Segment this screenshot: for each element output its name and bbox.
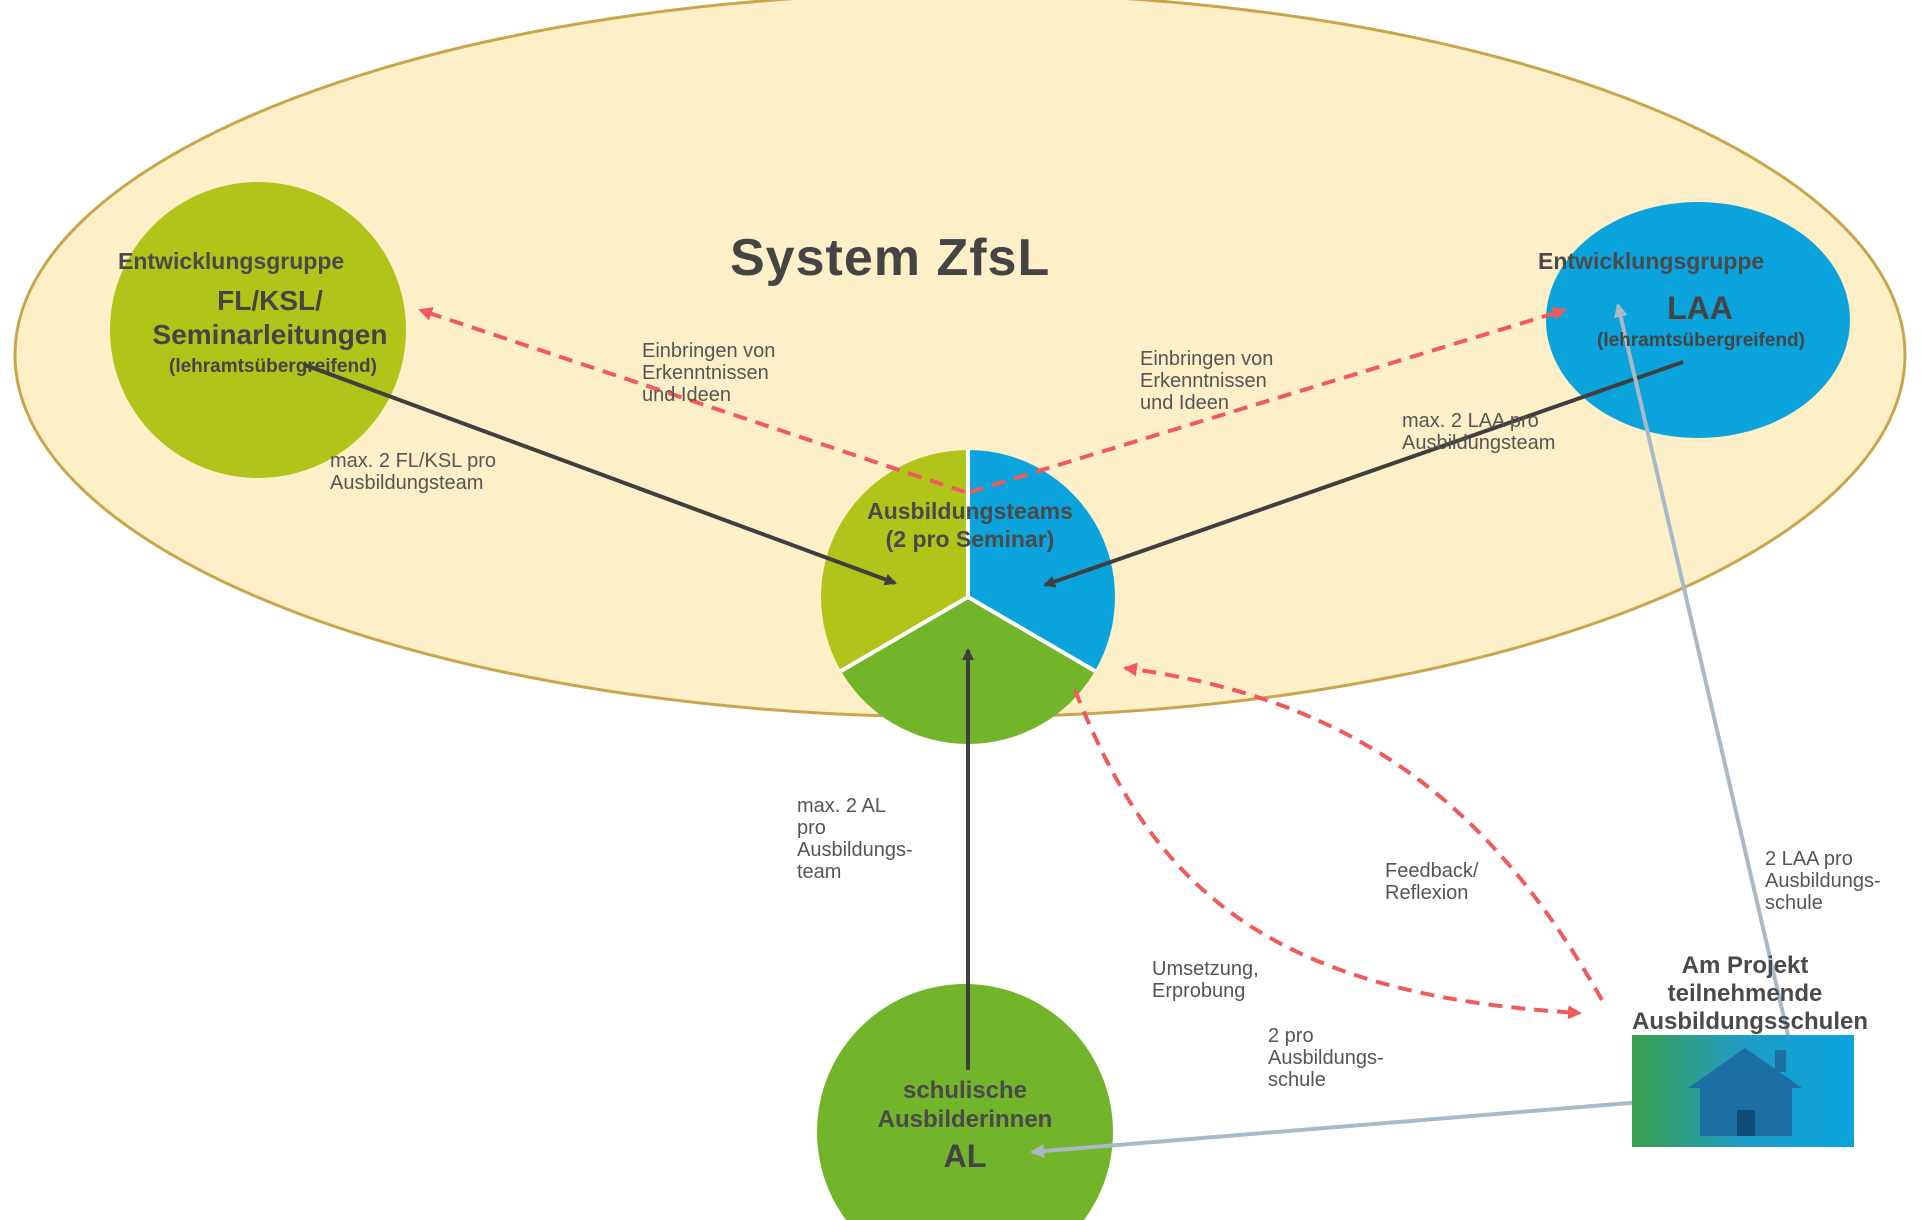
- arrow-schools-to-al: [1030, 1100, 1643, 1158]
- laa-name: LAA: [1667, 290, 1733, 326]
- fl-name2: Seminarleitungen: [152, 319, 388, 350]
- teams-sub: (2 pro Seminar): [885, 526, 1055, 552]
- arrow-teams-to-schools: [1073, 689, 1582, 1020]
- label-feedback: Feedback/ Reflexion: [1385, 860, 1479, 904]
- label-einbringen-left: Einbringen von Erkenntnissen und Ideen: [642, 340, 776, 406]
- al-circle: [817, 984, 1113, 1220]
- fl-name: FL/KSL/: [217, 285, 323, 316]
- arrow-teams-to-laa: [969, 306, 1567, 494]
- label-umsetzung: Umsetzung, Erprobung: [1152, 958, 1259, 1002]
- schools-line2: teilnehmende: [1667, 980, 1823, 1007]
- house-icon: [1632, 1035, 1854, 1147]
- label-max-al: max. 2 AL pro Ausbildungs- team: [797, 795, 913, 883]
- teams-pie: [821, 450, 1115, 744]
- label-max-laa: max. 2 LAA pro Ausbildungsteam: [1402, 410, 1556, 454]
- label-zwei-pro: 2 pro Ausbildungs- schule: [1268, 1025, 1384, 1091]
- fl-sub: (lehramtsübergreifend): [169, 356, 377, 377]
- schools-line3: Ausbildungsschulen: [1631, 1008, 1868, 1035]
- arrow-schools-to-teams: [1123, 662, 1604, 1001]
- al-line1: schulische: [902, 1077, 1028, 1104]
- al-line2: Ausbilderinnen: [877, 1106, 1053, 1133]
- arrow-schools-to-laa: [1613, 303, 1797, 1066]
- label-einbringen-right: Einbringen von Erkenntnissen und Ideen: [1140, 348, 1274, 414]
- laa-circle: [1546, 202, 1850, 438]
- arrow-teams-to-fl: [418, 307, 966, 494]
- schools-line1: Am Projekt: [1681, 952, 1809, 979]
- al-name: AL: [943, 1138, 987, 1174]
- teams-heading: Ausbildungsteams: [867, 498, 1073, 524]
- laa-sub: (lehramtsübergreifend): [1597, 330, 1805, 351]
- arrow-fl-to-teams: [304, 363, 897, 586]
- laa-heading: Entwicklungsgruppe: [1538, 248, 1765, 274]
- label-max-fl: max. 2 FL/KSL pro Ausbildungsteam: [330, 450, 496, 494]
- label-laa-pro: 2 LAA pro Ausbildungs- schule: [1765, 848, 1881, 914]
- diagram-title: System ZfsL: [730, 229, 1051, 287]
- fl-circle: [110, 182, 406, 478]
- fl-heading: Entwicklungsgruppe: [118, 248, 345, 274]
- arrow-laa-to-teams: [1043, 360, 1684, 588]
